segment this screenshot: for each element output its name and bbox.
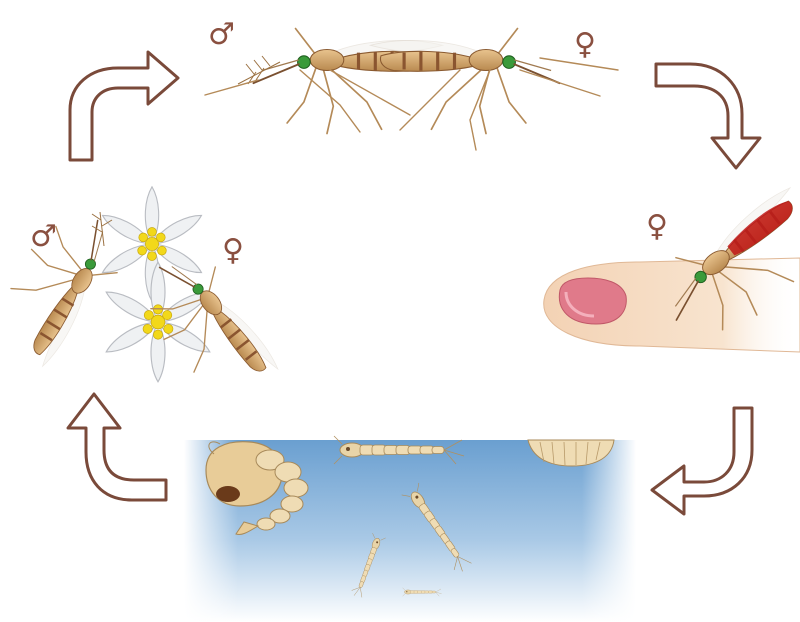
cycle-arrows	[66, 50, 762, 516]
female-symbol-mating: ♀	[574, 27, 596, 62]
arrow-top-left	[68, 50, 180, 162]
female-mosquito-feeding	[644, 174, 800, 358]
arrow-bottom-left	[66, 392, 168, 502]
female-mosquito-mating	[368, 26, 562, 136]
arrow-bottom-right	[650, 406, 754, 516]
stage-aquatic	[184, 435, 636, 622]
male-symbol-mating: ♂	[208, 17, 235, 52]
male-mosquito-nectar	[0, 197, 137, 375]
female-symbol-nectar: ♀	[222, 233, 244, 268]
stage-blood-meal: ♀	[543, 174, 800, 358]
flower-lower	[102, 261, 214, 383]
pupa	[205, 441, 309, 535]
stage-nectar-feeding: ♂ ♀	[0, 186, 290, 415]
stage-mating: ♂ ♀	[204, 17, 619, 151]
male-symbol-nectar: ♂	[30, 219, 57, 254]
egg-raft	[527, 439, 615, 467]
arrow-top-right	[654, 62, 762, 170]
female-symbol-blood-meal: ♀	[646, 209, 668, 244]
